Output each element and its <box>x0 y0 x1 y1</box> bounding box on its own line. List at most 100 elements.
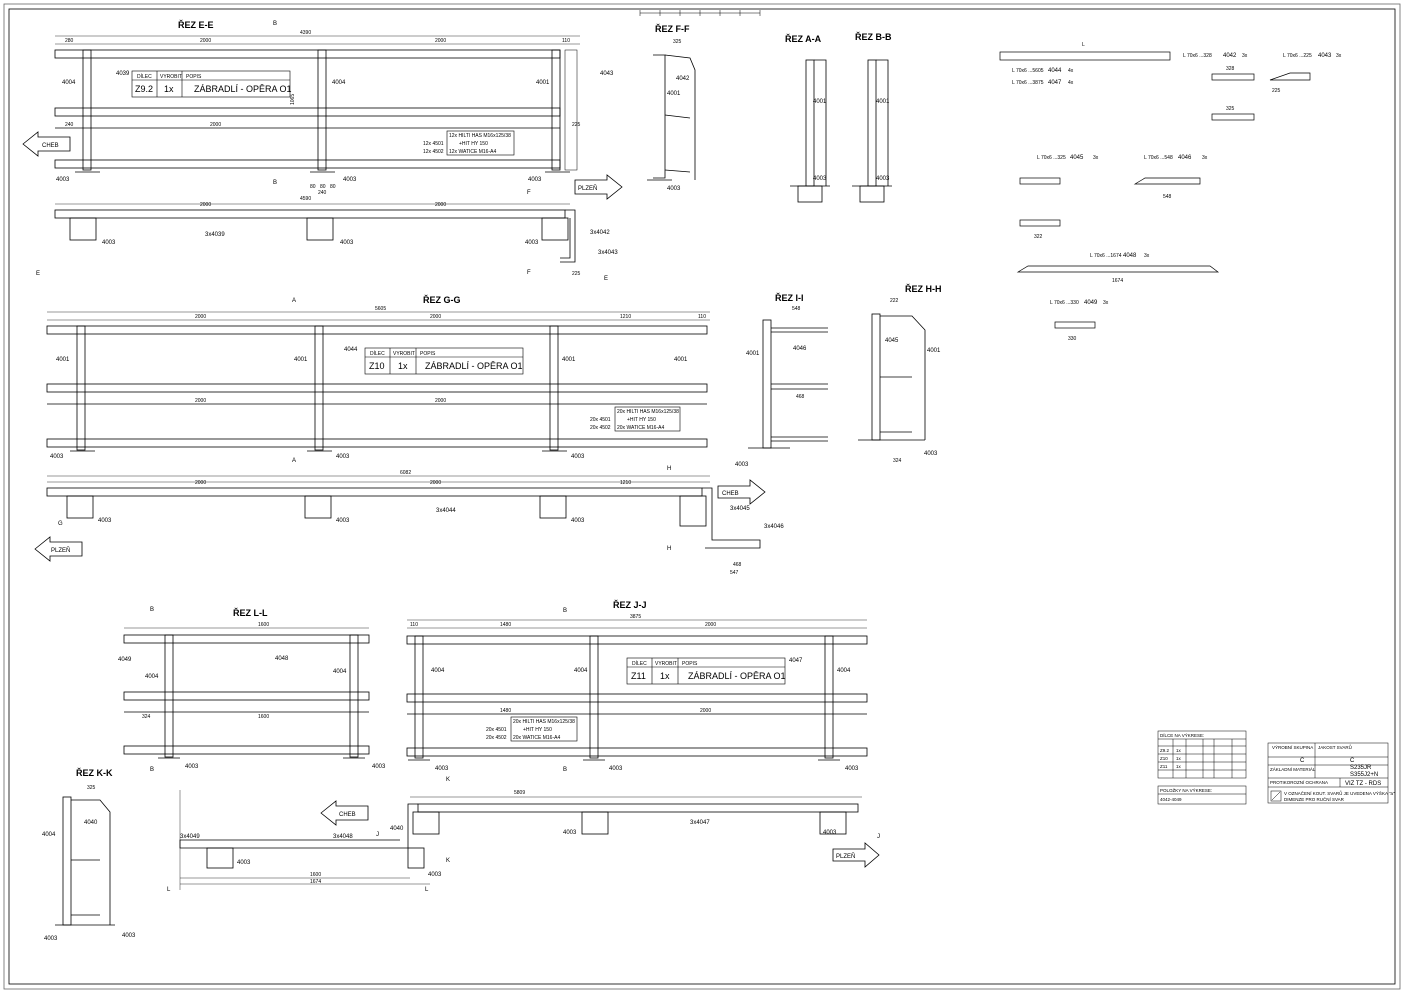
ll-d1: 1600 <box>258 622 269 628</box>
kk-p3a: 4003 <box>44 936 58 942</box>
dilce-title: DÍLCE NA VÝKRESE: <box>1160 732 1204 738</box>
ff-p3: 4003 <box>667 186 681 192</box>
gg-cheb-label: CHEB <box>722 491 739 497</box>
section-ii-title: ŘEZ I-I <box>775 292 804 303</box>
part-4044-qty: 4x <box>1068 68 1074 74</box>
ff-p2: 4001 <box>667 91 681 97</box>
kk-p1: 4004 <box>42 832 56 838</box>
ee-code: Z9.2 <box>135 84 153 94</box>
gg-plan-4003c: 4003 <box>571 518 585 524</box>
ee-part-4003a: 4003 <box>56 177 70 183</box>
ee-part-4003c: 4003 <box>528 177 542 183</box>
gg-plan-d3: 1210 <box>620 480 631 486</box>
gg-cheb-arrow <box>717 479 766 505</box>
section-gg: ŘEZ G-G 5605 2000 2000 1210 110 2000 200… <box>34 294 784 576</box>
gg-d3: 1210 <box>620 314 631 320</box>
gg-d2b: 2000 <box>435 398 446 404</box>
jj-plan-3x4048: 3x4048 <box>333 834 353 840</box>
gg-p3a: 4003 <box>50 454 64 460</box>
ee-dim-h: 1065 <box>290 94 296 105</box>
jj-plan-total: 5809 <box>514 790 525 796</box>
jj-d3: 110 <box>410 622 418 628</box>
ff-p1: 4042 <box>676 76 690 82</box>
jj-p2: 4047 <box>789 658 803 664</box>
gg-table-h1: DÍLEC <box>370 350 385 357</box>
ee-plzen-label: PLZEŇ <box>578 185 597 192</box>
hh-d2: 324 <box>893 458 902 464</box>
gg-cut-h-top: H <box>667 466 671 472</box>
jj-d1b: 1480 <box>500 708 511 714</box>
ee-cut-f: F <box>527 190 531 196</box>
hh-p3: 4003 <box>924 451 938 457</box>
jj-plan-4003b: 4003 <box>428 872 442 878</box>
tb-v2: C <box>1350 758 1355 764</box>
ee-cut-f2: F <box>527 270 531 276</box>
gg-plzen-label: PLZEŇ <box>51 547 70 554</box>
gg-plan-3x4044: 3x4044 <box>436 508 456 514</box>
jj-plan-4003d: 4003 <box>823 830 837 836</box>
ee-base-3: 80 <box>330 184 336 190</box>
ee-table-h2: VYROBIT <box>160 74 182 80</box>
part-4042-name: L 70x6 ...328 <box>1183 53 1212 59</box>
jj-plan-3x4047: 3x4047 <box>690 820 710 826</box>
part-4046-qty: 3x <box>1202 155 1208 161</box>
gg-dim-547: 547 <box>730 570 739 576</box>
ll-cut-b-bot: B <box>150 767 154 773</box>
dilce-qty-3: 1x <box>1176 764 1182 769</box>
ee-part-4039: 4039 <box>116 71 130 77</box>
ii-p1: 4046 <box>793 346 807 352</box>
ee-plan-d2: 2000 <box>435 202 446 208</box>
jj-bolt-3: 20x WATICE M16-A4 <box>513 735 560 741</box>
gg-table-h3: POPIS <box>420 351 436 357</box>
ll-p3b: 4004 <box>333 669 347 675</box>
gg-p1b: 4001 <box>294 357 308 363</box>
ee-base-1: 80 <box>310 184 316 190</box>
section-jj: ŘEZ J-J 3875 1480 2000 110 1480 2000 400… <box>167 599 880 893</box>
gg-plan-d1: 2000 <box>195 480 206 486</box>
ee-dim-mid: 2000 <box>210 122 221 128</box>
ii-d1: 548 <box>792 306 801 312</box>
weld-symbol-icon <box>1270 790 1282 802</box>
ll-p1: 4049 <box>118 657 132 663</box>
part-4042-d2: 325 <box>1226 106 1235 112</box>
ee-bolt-2: +HIT HY 150 <box>459 141 488 147</box>
jj-boltnum-2: 20x 4502 <box>486 735 507 741</box>
ee-part-4004: 4004 <box>62 80 76 86</box>
tb-v1: C <box>1300 758 1305 764</box>
jj-p3c: 4003 <box>845 766 859 772</box>
ii-p2: 4001 <box>746 351 760 357</box>
jj-boltnum-1: 20x 4501 <box>486 727 507 733</box>
ee-part-4004b: 4004 <box>332 80 346 86</box>
jj-desc: ZÁBRADLÍ - OPĚRA O1 <box>688 671 786 681</box>
jj-cut-b-top: B <box>563 608 567 614</box>
part-4046-id: 4046 <box>1178 155 1192 161</box>
section-kk-title: ŘEZ K-K <box>76 767 113 778</box>
gg-d1b: 2000 <box>195 398 206 404</box>
ee-cut-e-left: E <box>36 271 40 277</box>
gg-p1d: 4001 <box>674 357 688 363</box>
gg-code: Z10 <box>369 361 385 371</box>
jj-code: Z11 <box>631 671 646 681</box>
kk-p3b: 4003 <box>122 933 136 939</box>
section-bb-title: ŘEZ B-B <box>855 31 892 42</box>
ee-plan-4003c: 4003 <box>525 240 539 246</box>
section-kk: ŘEZ K-K 325 4004 4040 4003 4003 <box>42 767 136 942</box>
part-4049-name: L 70x6 ...330 <box>1050 300 1079 306</box>
part-4047-id: 4047 <box>1048 80 1062 86</box>
ee-plan-3x4043: 3x4043 <box>598 250 618 256</box>
ee-part-4043: 4043 <box>600 71 614 77</box>
ee-base-2: 80 <box>320 184 326 190</box>
tb-l1: VÝROBNÍ SKUPINA <box>1272 744 1313 750</box>
dilce-row-2: Z10 <box>1160 756 1168 761</box>
jj-bolt-1: 20x HILTI HAS M16x125/38 <box>513 719 575 725</box>
ll-p4b: 4003 <box>372 764 386 770</box>
part-4048-id: 4048 <box>1123 253 1137 259</box>
jj-d1: 1480 <box>500 622 511 628</box>
jj-table-h3: POPIS <box>682 661 698 667</box>
ee-plan-4003b: 4003 <box>340 240 354 246</box>
hh-p1: 4045 <box>885 338 899 344</box>
tb-weld-note2: DIMENZE PRO RUČNÍ SVAR <box>1284 796 1345 802</box>
aa-p2: 4003 <box>813 176 827 182</box>
gg-cut-a-bot: A <box>292 458 296 464</box>
section-ii: ŘEZ I-I 548 468 4046 4001 4003 <box>735 292 828 468</box>
